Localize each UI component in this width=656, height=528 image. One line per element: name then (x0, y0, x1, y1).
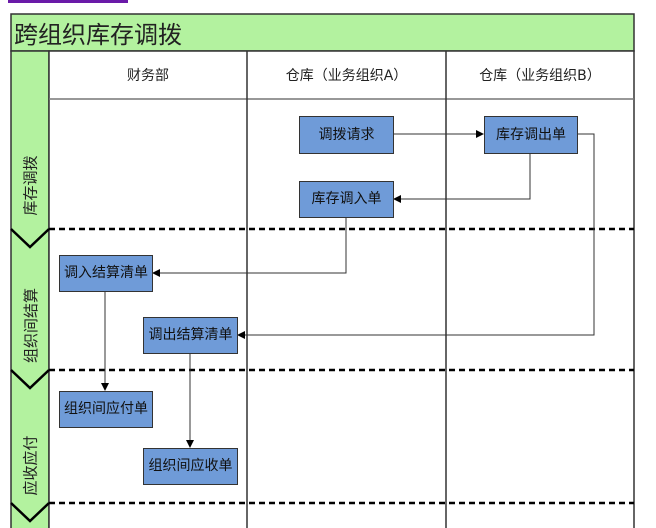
arrow-stockin-to-insettlement (152, 217, 347, 277)
node-stock-in[interactable]: 库存调入单 (299, 181, 394, 218)
lane-chevron (10, 369, 50, 390)
node-payable[interactable]: 组织间应付单 (59, 391, 153, 428)
node-receivable[interactable]: 组织间应收单 (143, 448, 238, 485)
node-out-settlement[interactable]: 调出结算清单 (143, 317, 238, 354)
column-header-warehouse-a: 仓库（业务组织A） (285, 68, 408, 84)
lane-chevron (10, 228, 50, 249)
lane-label-text: 库存调拨 (21, 154, 40, 216)
top-link-fragment[interactable] (8, 0, 128, 3)
arrow-stockout-to-stockin (393, 153, 531, 203)
arrow-stockout-to-outsettlement (237, 133, 595, 339)
node-stock-out[interactable]: 库存调出单 (484, 116, 578, 154)
lane-label-text: 组织间结算 (21, 287, 40, 363)
lane-label-text: 应收应付 (21, 434, 40, 496)
column-header-warehouse-b: 仓库（业务组织B） (479, 68, 601, 84)
diagram-title: 跨组织库存调拨 (14, 21, 182, 49)
column-header-finance: 财务部 (127, 68, 169, 84)
lane-chevron (10, 502, 50, 523)
node-transfer-request[interactable]: 调拨请求 (299, 116, 394, 154)
node-in-settlement[interactable]: 调入结算清单 (59, 255, 153, 292)
lane-header-column (10, 50, 50, 528)
lane-label-stock-transfer: 库存调拨 (11, 140, 49, 230)
lane-label-ar-ap: 应收应付 (11, 425, 49, 505)
lane-label-settlement: 组织间结算 (11, 280, 49, 370)
